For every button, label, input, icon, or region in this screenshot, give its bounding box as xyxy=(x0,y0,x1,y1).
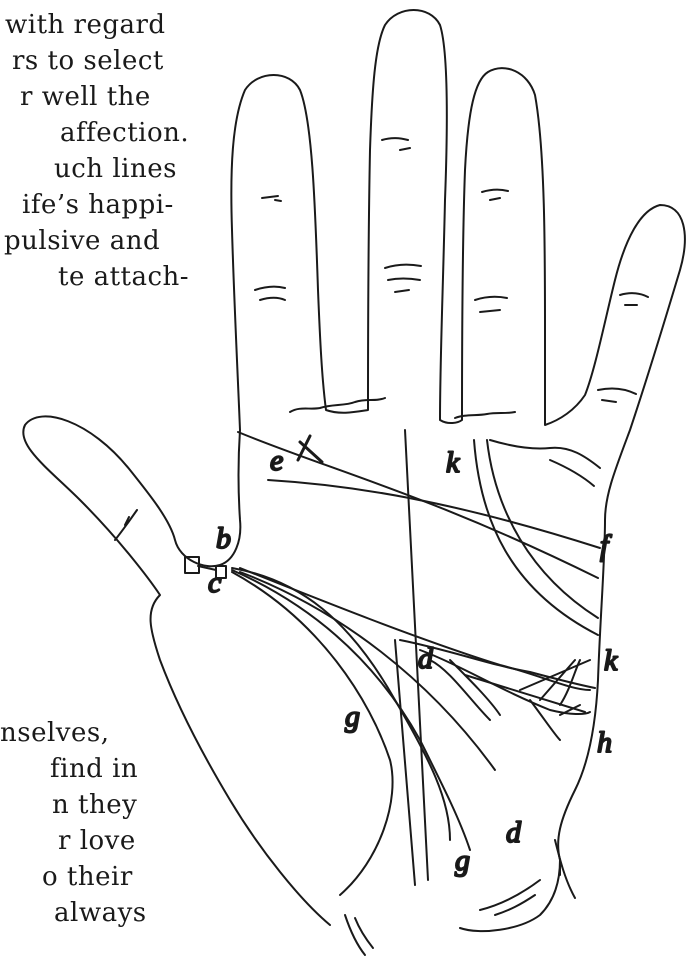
head-line xyxy=(268,480,600,548)
label-d-mid: d xyxy=(418,642,434,675)
label-b: b xyxy=(216,522,231,555)
heart-line xyxy=(238,432,598,578)
hand-outline xyxy=(23,10,685,931)
label-c: c xyxy=(208,566,221,599)
label-k-right: k xyxy=(604,644,618,677)
label-d-low: d xyxy=(506,816,522,849)
label-e: e xyxy=(270,444,283,477)
label-g-low: g xyxy=(455,844,470,877)
label-f: f xyxy=(600,529,612,562)
label-k-top: k xyxy=(446,446,460,479)
label-h: h xyxy=(597,726,612,759)
label-g-left: g xyxy=(345,700,360,733)
